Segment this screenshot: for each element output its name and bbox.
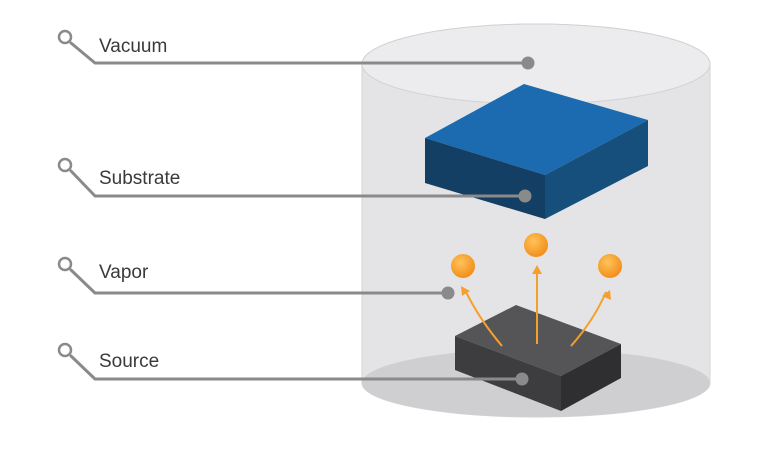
key-icon xyxy=(57,256,73,272)
leader-line-vacuum xyxy=(69,41,530,65)
vapor-particle xyxy=(451,254,475,278)
vapor-particle xyxy=(524,233,548,257)
label-vacuum: Vacuum xyxy=(99,36,167,57)
arrowhead-left xyxy=(461,286,470,296)
leader-line-substrate xyxy=(69,169,527,198)
leader-dot-vacuum xyxy=(521,56,535,70)
vapor-particles xyxy=(451,233,622,278)
leader-dots xyxy=(441,56,535,386)
key-icon xyxy=(57,29,73,45)
label-source: Source xyxy=(99,351,159,372)
label-vapor: Vapor xyxy=(99,262,149,283)
leader-dot-vapor xyxy=(441,286,455,300)
vapor-particle xyxy=(598,254,622,278)
substrate-top-face xyxy=(425,84,648,175)
vapor-arrows xyxy=(465,272,607,347)
substrate-front-face xyxy=(425,138,545,219)
leader-dot-source xyxy=(515,372,529,386)
key-icon xyxy=(57,157,73,173)
source-side-face xyxy=(561,344,621,411)
vapor-arrow-left xyxy=(465,291,503,347)
substrate-side-face xyxy=(545,120,648,219)
leader-line-source xyxy=(69,354,524,381)
leader-dot-substrate xyxy=(518,189,532,203)
arrowhead-right xyxy=(602,290,611,300)
substrate-block xyxy=(425,84,648,219)
vapor-arrow-right xyxy=(570,291,607,347)
arrowhead-center xyxy=(532,265,542,274)
label-substrate: Substrate xyxy=(99,168,180,189)
source-front-face xyxy=(455,336,561,411)
leader-line-vapor xyxy=(69,268,450,295)
leader-lines xyxy=(69,41,530,381)
key-icon xyxy=(57,342,73,358)
